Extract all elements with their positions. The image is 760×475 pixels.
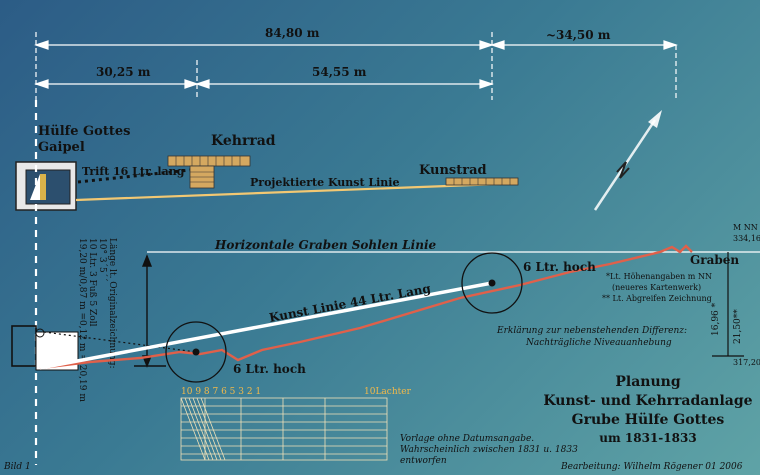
note-2: (neueres Kartenwerk) [612, 283, 701, 292]
note-3: ** Lt. Abgreifen Zeichnung [602, 294, 712, 303]
trift-line [77, 168, 191, 184]
lower-dotted-line [43, 331, 197, 353]
horizontal-graben-label: Horizontale Graben Sohlen Linie [214, 238, 436, 252]
kunst-linie [39, 281, 493, 370]
wheel-right-label: 6 Ltr. hoch [523, 260, 596, 274]
gaipel-label: Gaipel [38, 140, 85, 155]
dim-total-label: 84,80 m [265, 26, 320, 40]
dim-right-label: ~34,50 m [546, 28, 611, 42]
bild-label: Bild 1 [3, 462, 31, 472]
projektierte-line [75, 182, 501, 202]
dimension-lines [34, 32, 678, 100]
kunstrad-label: Kunstrad [419, 163, 487, 178]
vertical-note-3: 10 Ltr. 3 Fuß 5 Zoll [87, 238, 97, 327]
kunstrad-icon [445, 177, 519, 186]
wheel-right [461, 252, 523, 314]
vorlage-2: Wahrscheinlich zwischen 1831 u. 1833 [400, 445, 578, 455]
vorlage-3: entworfen [400, 456, 447, 466]
dim-left-label: 30,25 m [96, 65, 151, 79]
kunst-linie-label: Kunst Linie 44 Ltr. Lang [268, 281, 432, 325]
elevation-measure [712, 252, 744, 357]
dim-middle-label: 54,55 m [312, 65, 367, 79]
note-1: *Lt. Höhenangaben m NN [606, 272, 712, 281]
terrain-line [39, 244, 693, 370]
wheel-left-label: 6 Ltr. hoch [233, 362, 306, 376]
elev-diff-a: 16,96 * [711, 302, 721, 336]
gaipel-building [15, 161, 77, 211]
scale-unit: 10Lachter [364, 387, 412, 397]
north-arrow-icon [593, 110, 662, 211]
vertical-note-1: Länge lt. Originalzeichnung: [107, 238, 117, 369]
scale-grid [180, 397, 388, 461]
graben-label: Graben [690, 253, 739, 267]
elev-top-label: 334,16 [733, 234, 760, 243]
svg-text:Länge lt. Originalzeichnung:: Länge lt. Originalzeichnung: 10° 3´5´´ 1… [77, 238, 117, 402]
vorlage-1: Vorlage ohne Datumsangabe. [400, 434, 534, 444]
wheel-left [165, 321, 227, 383]
mnn-label: M NN [733, 223, 758, 232]
trift-label: Trift 16 Ltr. lang [82, 165, 185, 178]
kehrrad-icon [167, 155, 251, 189]
title-line-1: Planung [615, 374, 680, 390]
kehrrad-label: Kehrrad [211, 133, 276, 149]
bearbeitung-label: Bearbeitung: Wilhelm Rögener 01 2006 [560, 462, 743, 472]
title-line-4: um 1831-1833 [599, 431, 696, 445]
vertical-note-2: 10° 3´5´´ [97, 238, 108, 282]
title-line-2: Kunst- und Kehrradanlage [543, 393, 752, 409]
scale-numbers: 10 9 8 7 6 5 3 2 1 [181, 387, 261, 397]
elev-bottom-label: 317,20 [733, 358, 760, 367]
title-line-3: Grube Hülfe Gottes [572, 412, 725, 428]
vertical-note-4: 19,20 m/0,87 m =0,12 m = 20,19 m [77, 238, 87, 402]
huelfe-gottes-label: Hülfe Gottes [38, 124, 130, 139]
erklaerung-1: Erklärung zur nebenstehenden Differenz: [496, 326, 687, 336]
erklaerung-2: Nachträgliche Niveauanhebung [525, 338, 672, 348]
projektierte-label: Projektierte Kunst Linie [250, 176, 399, 189]
elev-diff-b: 21,50** [733, 309, 743, 344]
